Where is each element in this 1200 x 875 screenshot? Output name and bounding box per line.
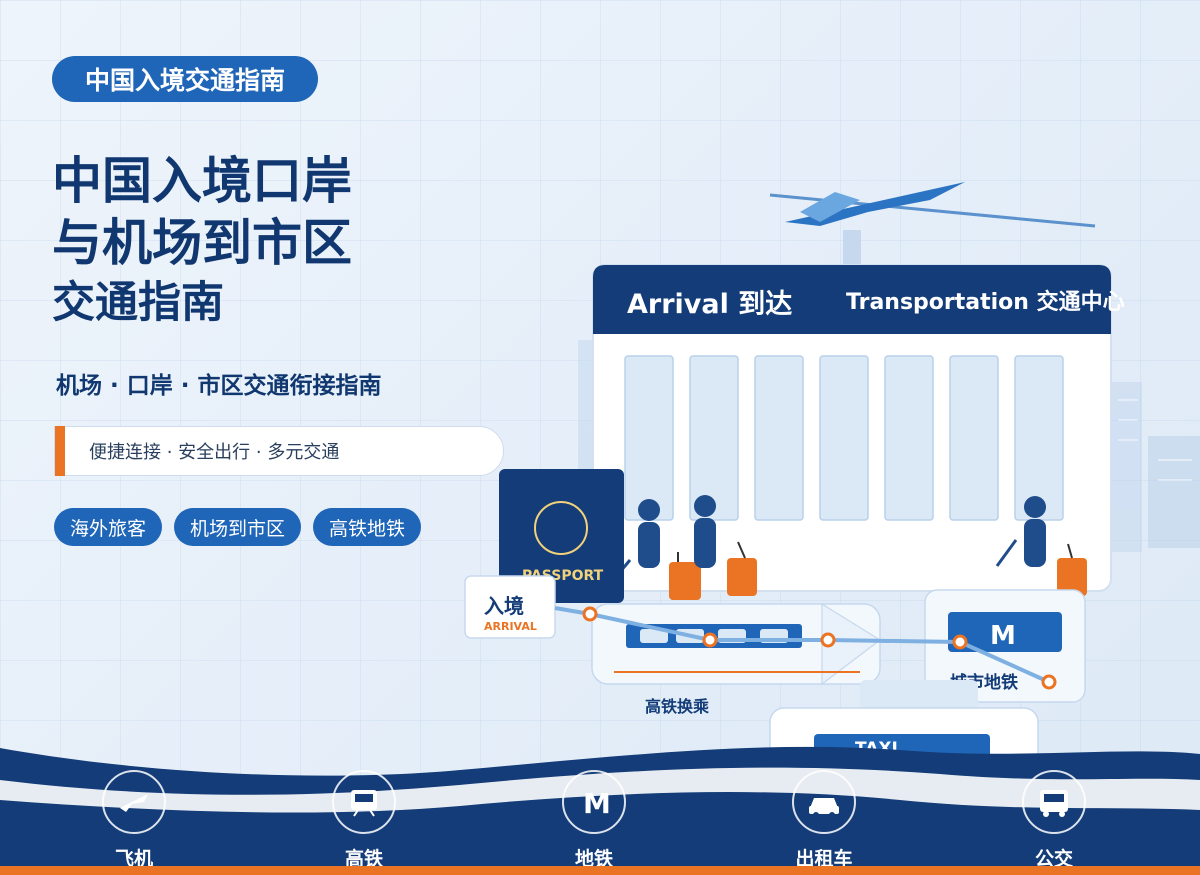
terminal-building: Arrival 到达 Transportation 交通中心 <box>592 264 1125 600</box>
top-badge: 中国入境交通指南 <box>52 56 318 102</box>
page-title: 中国入境口岸 与机场到市区 交通指南 <box>52 150 352 332</box>
nav-taxi[interactable]: 出租车 <box>754 770 894 871</box>
chip-overseas-travelers[interactable]: 海外旅客 <box>54 508 163 546</box>
title-line-3: 交通指南 <box>52 278 224 328</box>
train-icon <box>351 790 377 817</box>
route-line <box>554 606 1057 690</box>
arrival-sign: Arrival 到达 <box>627 289 792 320</box>
nav-metro-label: 地铁 <box>574 848 613 870</box>
nav-metro[interactable]: M 地铁 <box>524 770 664 871</box>
entry-card: 入境 ARRIVAL <box>464 575 556 639</box>
entry-label: 入境 <box>484 594 524 618</box>
taxi-icon <box>809 798 839 818</box>
nav-airplane-label: 飞机 <box>114 848 153 870</box>
tagline-box: 便捷连接 · 安全出行 · 多元交通 <box>54 426 504 476</box>
hsr-label: 高铁换乘 <box>645 697 709 716</box>
bottom-accent-strip <box>0 866 1200 875</box>
nav-taxi-label: 出租车 <box>795 848 853 870</box>
bus-icon <box>1040 790 1068 817</box>
title-line-2: 与机场到市区 <box>52 214 352 272</box>
metro-icon: M <box>583 787 611 820</box>
nav-airplane[interactable]: 飞机 <box>64 770 204 871</box>
title-line-1: 中国入境口岸 <box>52 152 352 210</box>
chip-list: 海外旅客 机场到市区 高铁地铁 <box>54 508 422 546</box>
subtitle: 机场 · 口岸 · 市区交通衔接指南 <box>56 373 382 399</box>
nav-hsr-label: 高铁 <box>344 848 383 870</box>
terminal-windows <box>624 355 1064 521</box>
hsr-card: 高铁换乘 <box>591 602 882 716</box>
nav-bus[interactable]: 公交 <box>984 770 1124 871</box>
metro-letter: M <box>990 621 1016 651</box>
chip-airport-to-city[interactable]: 机场到市区 <box>174 508 302 546</box>
tagline-text: 便捷连接 · 安全出行 · 多元交通 <box>89 442 340 463</box>
tagline-accent-bar <box>55 426 65 476</box>
metro-card: M 城市地铁 <box>924 589 1086 703</box>
chip-hsr-metro[interactable]: 高铁地铁 <box>313 508 422 546</box>
svg-text:M: M <box>583 787 611 820</box>
airplane-graphic <box>769 182 1096 266</box>
traveler-figures <box>618 495 1087 600</box>
transport-center-sign: Transportation 交通中心 <box>846 289 1125 315</box>
nav-bus-label: 公交 <box>1034 848 1073 870</box>
entry-sub-label: ARRIVAL <box>484 620 537 633</box>
nav-hsr[interactable]: 高铁 <box>294 770 434 871</box>
airplane-icon <box>120 794 148 812</box>
